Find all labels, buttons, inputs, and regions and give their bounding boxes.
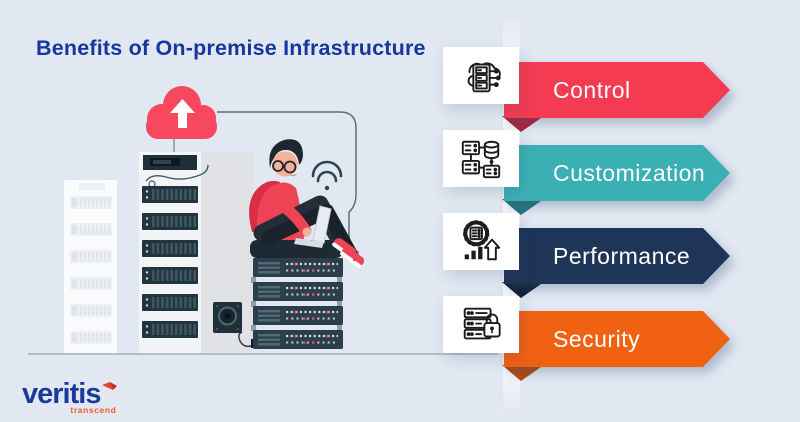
- arrow-banner-security: Security: [504, 311, 730, 367]
- benefit-row-security: Security: [0, 296, 800, 416]
- on-premise-illustration: [28, 86, 498, 355]
- arrow-banner-control: Control: [504, 62, 730, 118]
- icon-box-security: [443, 296, 519, 353]
- arrow-banner-performance: Performance: [504, 228, 730, 284]
- benefit-label: Performance: [553, 242, 691, 269]
- benefit-row-performance: Performance: [0, 213, 800, 333]
- arrow-banner-customization: Customization: [504, 145, 730, 201]
- wifi-icon: [311, 160, 343, 191]
- benefit-label: Control: [553, 76, 631, 103]
- cloud-upload-icon: [146, 86, 217, 152]
- person-illustration: [249, 139, 365, 268]
- ribbon-fold: [502, 365, 544, 381]
- benefit-label: Security: [553, 325, 641, 352]
- connected-servers-database-icon: [461, 140, 501, 178]
- icon-box-performance: [443, 213, 519, 270]
- page-title: Benefits of On-premise Infrastructure: [36, 36, 426, 60]
- icon-box-control: [443, 47, 519, 104]
- benefit-label: Customization: [553, 159, 706, 186]
- cloud-server-icon: [467, 61, 501, 92]
- server-tower: [139, 152, 209, 353]
- benefit-row-customization: Customization: [0, 130, 800, 250]
- icon-box-customization: [443, 130, 519, 187]
- veritis-logo: veritis transcend: [22, 378, 118, 415]
- ghost-server-rack: [64, 180, 117, 353]
- logo-check-icon: [102, 382, 118, 390]
- logo-wordmark: veritis: [22, 378, 101, 410]
- gear-server-growth-icon: [463, 219, 501, 260]
- server-padlock-icon: [463, 307, 501, 339]
- benefit-row-control: Control: [0, 47, 800, 167]
- logo-tagline: transcend: [70, 405, 117, 415]
